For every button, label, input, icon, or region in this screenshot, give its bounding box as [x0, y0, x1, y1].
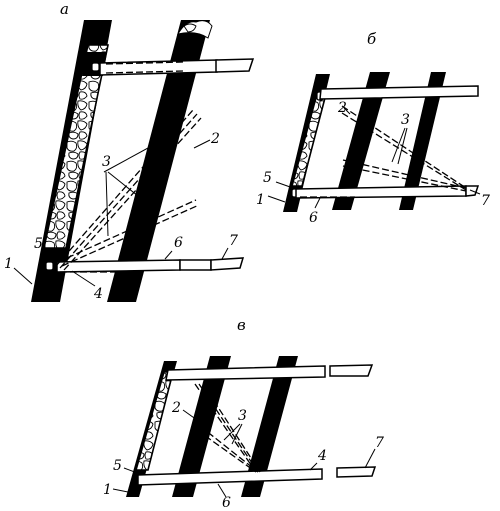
panel-label: в	[237, 316, 246, 334]
seam-2	[332, 72, 390, 210]
panel-v: в 1 2 3 4 5 6 7	[103, 316, 384, 511]
panel-label: б	[367, 30, 377, 48]
inclined-boreholes-3	[341, 105, 467, 192]
callout-1: 1	[256, 192, 265, 208]
callout-2: 2	[337, 100, 347, 116]
drift-6	[295, 185, 467, 199]
panel-b: б 1 2 3 5 6 7	[256, 30, 490, 226]
callout-7: 7	[481, 193, 490, 209]
inclined-boreholes-3	[55, 109, 202, 271]
callout-7: 7	[375, 435, 384, 451]
callout-3: 3	[102, 154, 111, 170]
callout-5: 5	[34, 236, 43, 252]
panel-a: а	[4, 0, 255, 302]
seam-1	[126, 361, 177, 497]
callout-6: 6	[222, 495, 231, 511]
seam-3	[241, 356, 298, 497]
callout-2: 2	[210, 131, 220, 147]
drift-6	[137, 468, 323, 486]
drift-7-segment	[336, 466, 377, 478]
callout-2: 2	[171, 400, 181, 416]
upper-drift-end	[215, 58, 255, 73]
drift-7-segment	[210, 257, 245, 271]
callout-5: 5	[263, 170, 272, 186]
upper-drift-end	[329, 364, 374, 377]
callout-1: 1	[4, 256, 13, 272]
upper-drift	[319, 85, 479, 100]
callout-6: 6	[309, 210, 318, 226]
callout-7: 7	[229, 233, 238, 249]
callout-3: 3	[401, 112, 410, 128]
callout-4: 4	[317, 448, 327, 464]
callout-3: 3	[238, 408, 247, 424]
lower-opening-icon	[45, 261, 54, 271]
callout-5: 5	[113, 458, 122, 474]
seam-3	[399, 72, 446, 210]
upper-opening-icon	[91, 62, 100, 72]
callout-6: 6	[174, 235, 183, 251]
callout-4: 4	[93, 286, 103, 302]
seam-1	[283, 74, 330, 212]
upper-drift	[165, 365, 326, 381]
panel-label: а	[60, 0, 69, 18]
seam-2	[107, 20, 213, 302]
seam-1	[31, 20, 112, 302]
drift-6	[56, 259, 181, 273]
callout-1: 1	[103, 482, 112, 498]
inclined-boreholes-3	[194, 383, 261, 473]
